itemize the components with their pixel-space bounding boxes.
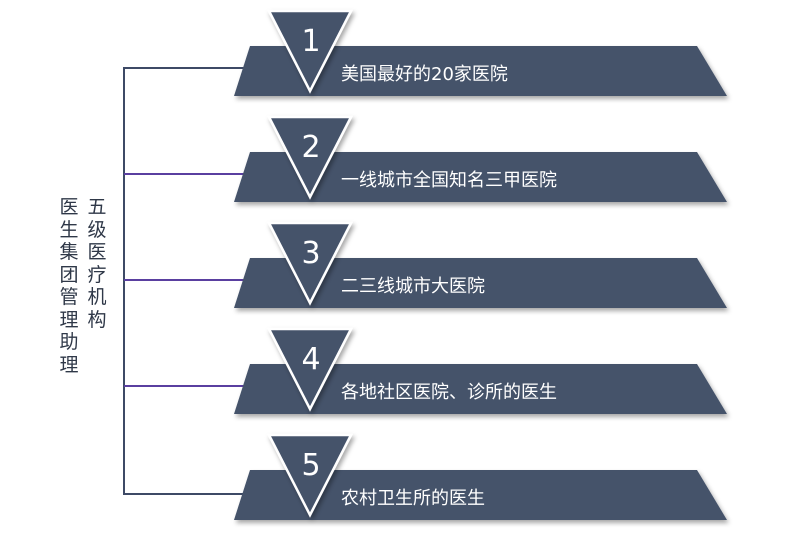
tier-5: 5 农村卫生所的医生 [234, 433, 727, 520]
tier-number: 1 [301, 24, 320, 59]
tier-2: 2 一线城市全国知名三甲医院 [124, 115, 727, 202]
tier-triangle [266, 221, 354, 306]
tier-triangle [266, 433, 354, 518]
tier-label: 各地社区医院、诊所的医生 [341, 382, 557, 403]
tier-triangle [266, 327, 354, 412]
tier-3: 3 二三线城市大医院 [124, 221, 727, 308]
tier-1: 1 美国最好的20家医院 [234, 9, 727, 96]
left-sublabel: 医生集团管理助理 [59, 196, 79, 376]
left-label: 五级医疗机构 [87, 196, 107, 331]
tier-bar [234, 258, 727, 308]
tier-bar [234, 46, 727, 96]
tier-number: 2 [301, 130, 320, 165]
tier-bar [234, 364, 727, 414]
tier-label: 一线城市全国知名三甲医院 [341, 170, 557, 191]
tier-bar [234, 470, 727, 520]
tier-triangle [266, 9, 354, 94]
tier-label: 美国最好的20家医院 [341, 64, 508, 85]
tier-label: 农村卫生所的医生 [341, 488, 485, 509]
tier-4: 4 各地社区医院、诊所的医生 [124, 327, 727, 414]
tiers-layer: 1 美国最好的20家医院 2 一线城市全国知名三甲医院 3 二三线城市大医院 4 各地社区医院… [124, 9, 727, 520]
tier-number: 4 [301, 342, 320, 377]
tier-bar [234, 152, 727, 202]
tier-number: 3 [301, 236, 320, 271]
tier-number: 5 [301, 448, 320, 483]
tier-triangle [266, 115, 354, 200]
tier-label: 二三线城市大医院 [341, 276, 485, 297]
